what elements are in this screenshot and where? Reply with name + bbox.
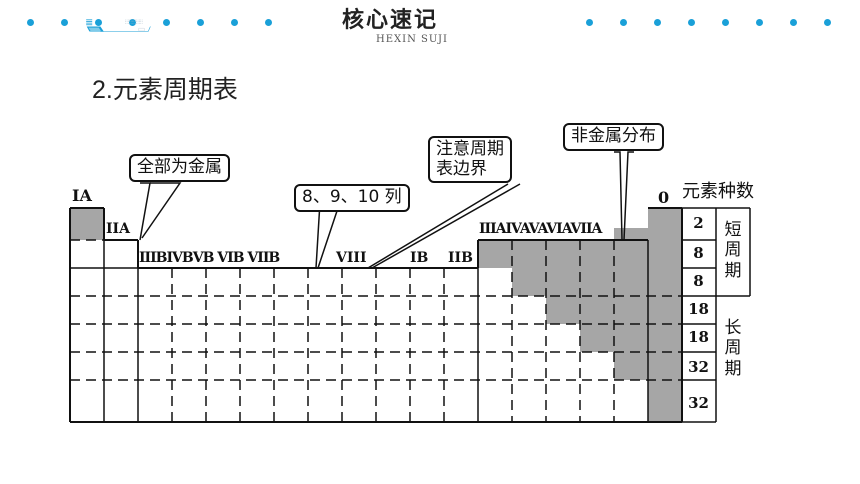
callout-boundary-line1: 注意周期	[436, 139, 504, 159]
header-dots-left	[0, 19, 300, 27]
dot	[265, 19, 272, 26]
dot	[722, 19, 729, 26]
list-icon	[86, 19, 93, 26]
group-label-viii: VIII	[336, 250, 367, 266]
group-label-ib: IB	[410, 250, 429, 266]
group-label-ia: IA	[72, 186, 92, 205]
group-label-iia: IIA	[106, 221, 130, 237]
dot	[790, 19, 797, 26]
dot	[27, 19, 34, 26]
banner-swoosh-light	[88, 27, 101, 31]
header-dots-right	[570, 19, 860, 27]
callout-all-metals: 全部为金属	[129, 154, 230, 182]
callout-nonmetal-distribution: 非金属分布	[563, 123, 664, 151]
callout-pointers	[139, 151, 634, 269]
dot	[129, 19, 136, 26]
dot	[620, 19, 627, 26]
group-label-zero: 0	[658, 188, 670, 207]
dot	[654, 19, 661, 26]
dot	[688, 19, 695, 26]
group-label-iiib-viib: IIIBIVBVB VIB VIIB	[139, 250, 280, 266]
table-grid	[69, 207, 751, 423]
dot	[586, 19, 593, 26]
section-title: 2.元素周期表	[92, 76, 238, 104]
group-label-iib: IIB	[448, 250, 473, 266]
header-banner	[86, 19, 151, 32]
element-count-period-3: 8	[693, 272, 704, 290]
element-count-period-2: 8	[693, 244, 704, 262]
banner-tag	[138, 28, 145, 32]
dot	[61, 19, 68, 26]
dot	[197, 19, 204, 26]
element-count-period-7: 32	[688, 394, 709, 412]
dot	[163, 19, 170, 26]
short-period-label: 短周期	[724, 220, 742, 281]
banner-dot-pattern	[125, 19, 143, 24]
group-label-iiia-viia: IIIAIVAVAVIAVIIA	[479, 221, 602, 237]
dot	[231, 19, 238, 26]
callout-boundary: 注意周期 表边界	[428, 136, 512, 184]
element-count-period-1: 2	[693, 214, 704, 232]
header-subtitle: HEXIN SUJI	[376, 34, 448, 45]
count-header: 元素种数	[682, 181, 754, 203]
header-title: 核心速记	[342, 7, 439, 33]
dot	[95, 19, 102, 26]
callout-columns-8-9-10: 8、9、10 列	[294, 184, 410, 212]
callout-boundary-line2: 表边界	[436, 158, 487, 179]
long-period-label: 长周期	[724, 318, 742, 379]
element-count-period-4: 18	[688, 300, 709, 318]
dot	[756, 19, 763, 26]
element-count-period-5: 18	[688, 328, 709, 346]
element-count-period-6: 32	[688, 358, 709, 376]
dot	[824, 19, 831, 26]
